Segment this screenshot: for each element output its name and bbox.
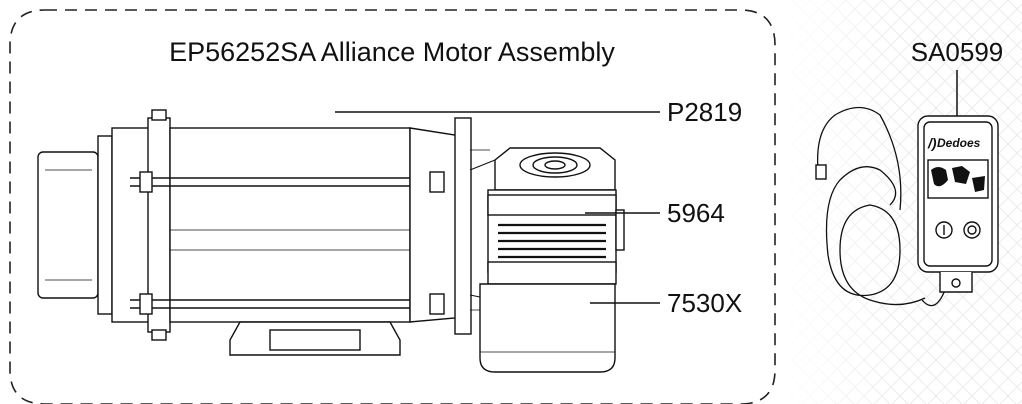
control-part-number: SA0599 bbox=[911, 37, 1004, 67]
callout-label-7530x: 7530X bbox=[667, 288, 742, 318]
motor-body bbox=[169, 127, 411, 323]
brand-logo: Dedoes bbox=[937, 136, 981, 150]
cable-loops bbox=[816, 106, 926, 306]
motor-drawing bbox=[37, 109, 496, 356]
assembly-title: EP56252SA Alliance Motor Assembly bbox=[169, 37, 615, 67]
output-flange bbox=[479, 283, 616, 373]
callout-label-5964: 5964 bbox=[667, 198, 725, 228]
callout-label-p2819: P2819 bbox=[667, 97, 742, 127]
brand-mark-icon: /) bbox=[927, 135, 937, 151]
gearbox-drawing bbox=[479, 147, 625, 373]
control-pendant bbox=[815, 106, 999, 307]
motor-end-cap bbox=[37, 151, 99, 299]
assembly-boundary bbox=[9, 9, 776, 404]
cable-connector bbox=[815, 164, 827, 180]
callout-leaders bbox=[335, 111, 660, 304]
